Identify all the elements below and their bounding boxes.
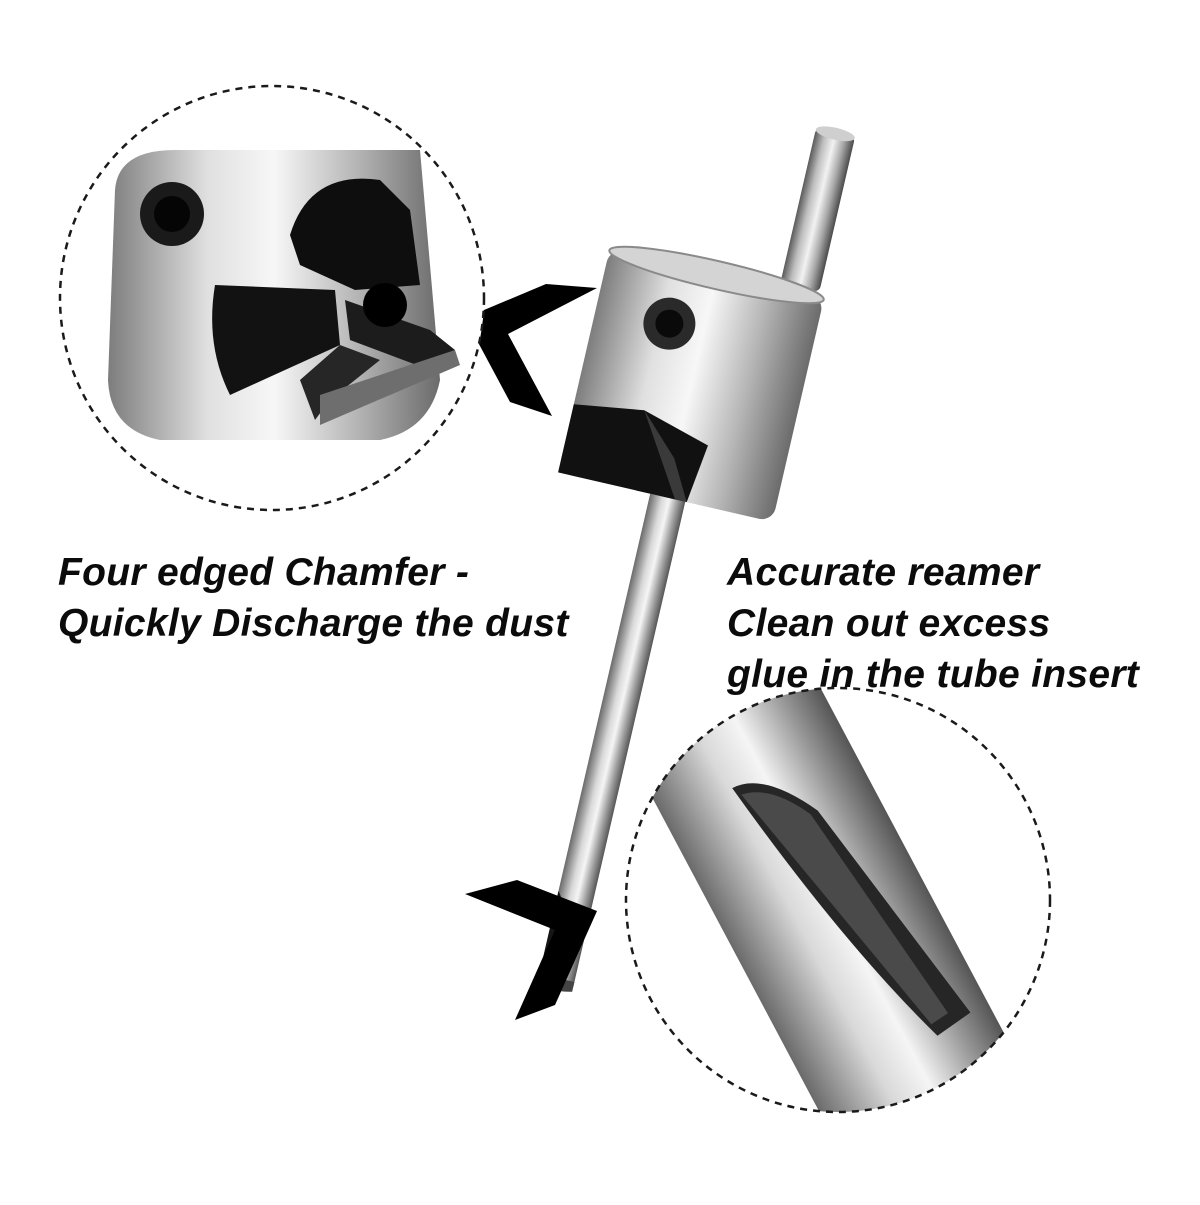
caption-reamer-line-2: Clean out excess <box>727 602 1051 645</box>
detail-circle-reamer <box>624 686 1052 1114</box>
reamer-closeup <box>626 688 1050 1112</box>
reamer-shaft <box>538 472 691 987</box>
chevron-down-left-icon <box>465 880 597 1020</box>
caption-chamfer-line-1: Four edged Chamfer - <box>58 551 470 594</box>
countersink-reamer-tool <box>537 126 855 992</box>
caption-chamfer: Four edged Chamfer - Quickly Discharge t… <box>58 547 569 649</box>
caption-reamer: Accurate reamer Clean out excess glue in… <box>727 547 1139 700</box>
drive-shank <box>781 128 855 291</box>
caption-chamfer-line-2: Quickly Discharge the dust <box>58 602 569 645</box>
detail-circle-chamfer <box>58 84 486 512</box>
caption-reamer-line-3: glue in the tube insert <box>727 653 1140 696</box>
caption-reamer-line-1: Accurate reamer <box>727 551 1040 594</box>
chevron-left-icon <box>465 284 597 416</box>
